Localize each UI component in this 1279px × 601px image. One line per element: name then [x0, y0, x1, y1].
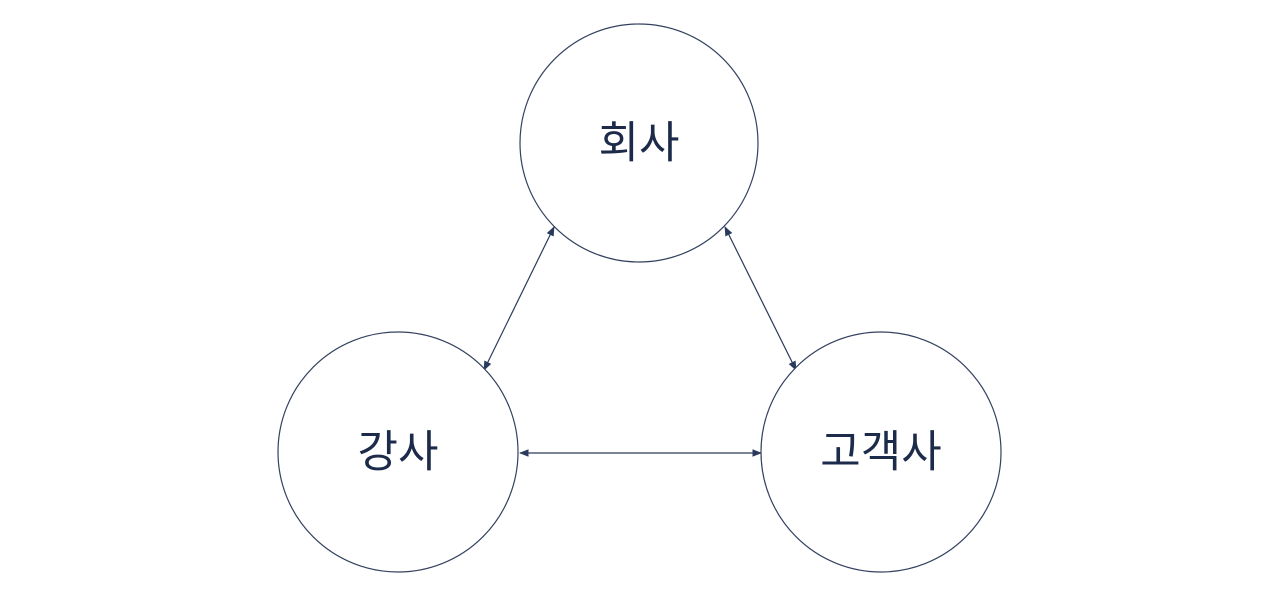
node-client-label: 고객사 — [820, 427, 941, 478]
node-instructor-circle — [277, 331, 519, 573]
edge-company-client — [724, 226, 797, 371]
node-company-circle — [519, 23, 759, 263]
edge-company-instructor — [483, 226, 555, 371]
node-instructor: 강사 — [277, 331, 519, 573]
node-client: 고객사 — [760, 331, 1002, 573]
node-company: 회사 — [519, 23, 759, 263]
node-client-circle — [760, 331, 1002, 573]
node-company-label: 회사 — [599, 118, 680, 169]
node-instructor-label: 강사 — [358, 427, 439, 478]
